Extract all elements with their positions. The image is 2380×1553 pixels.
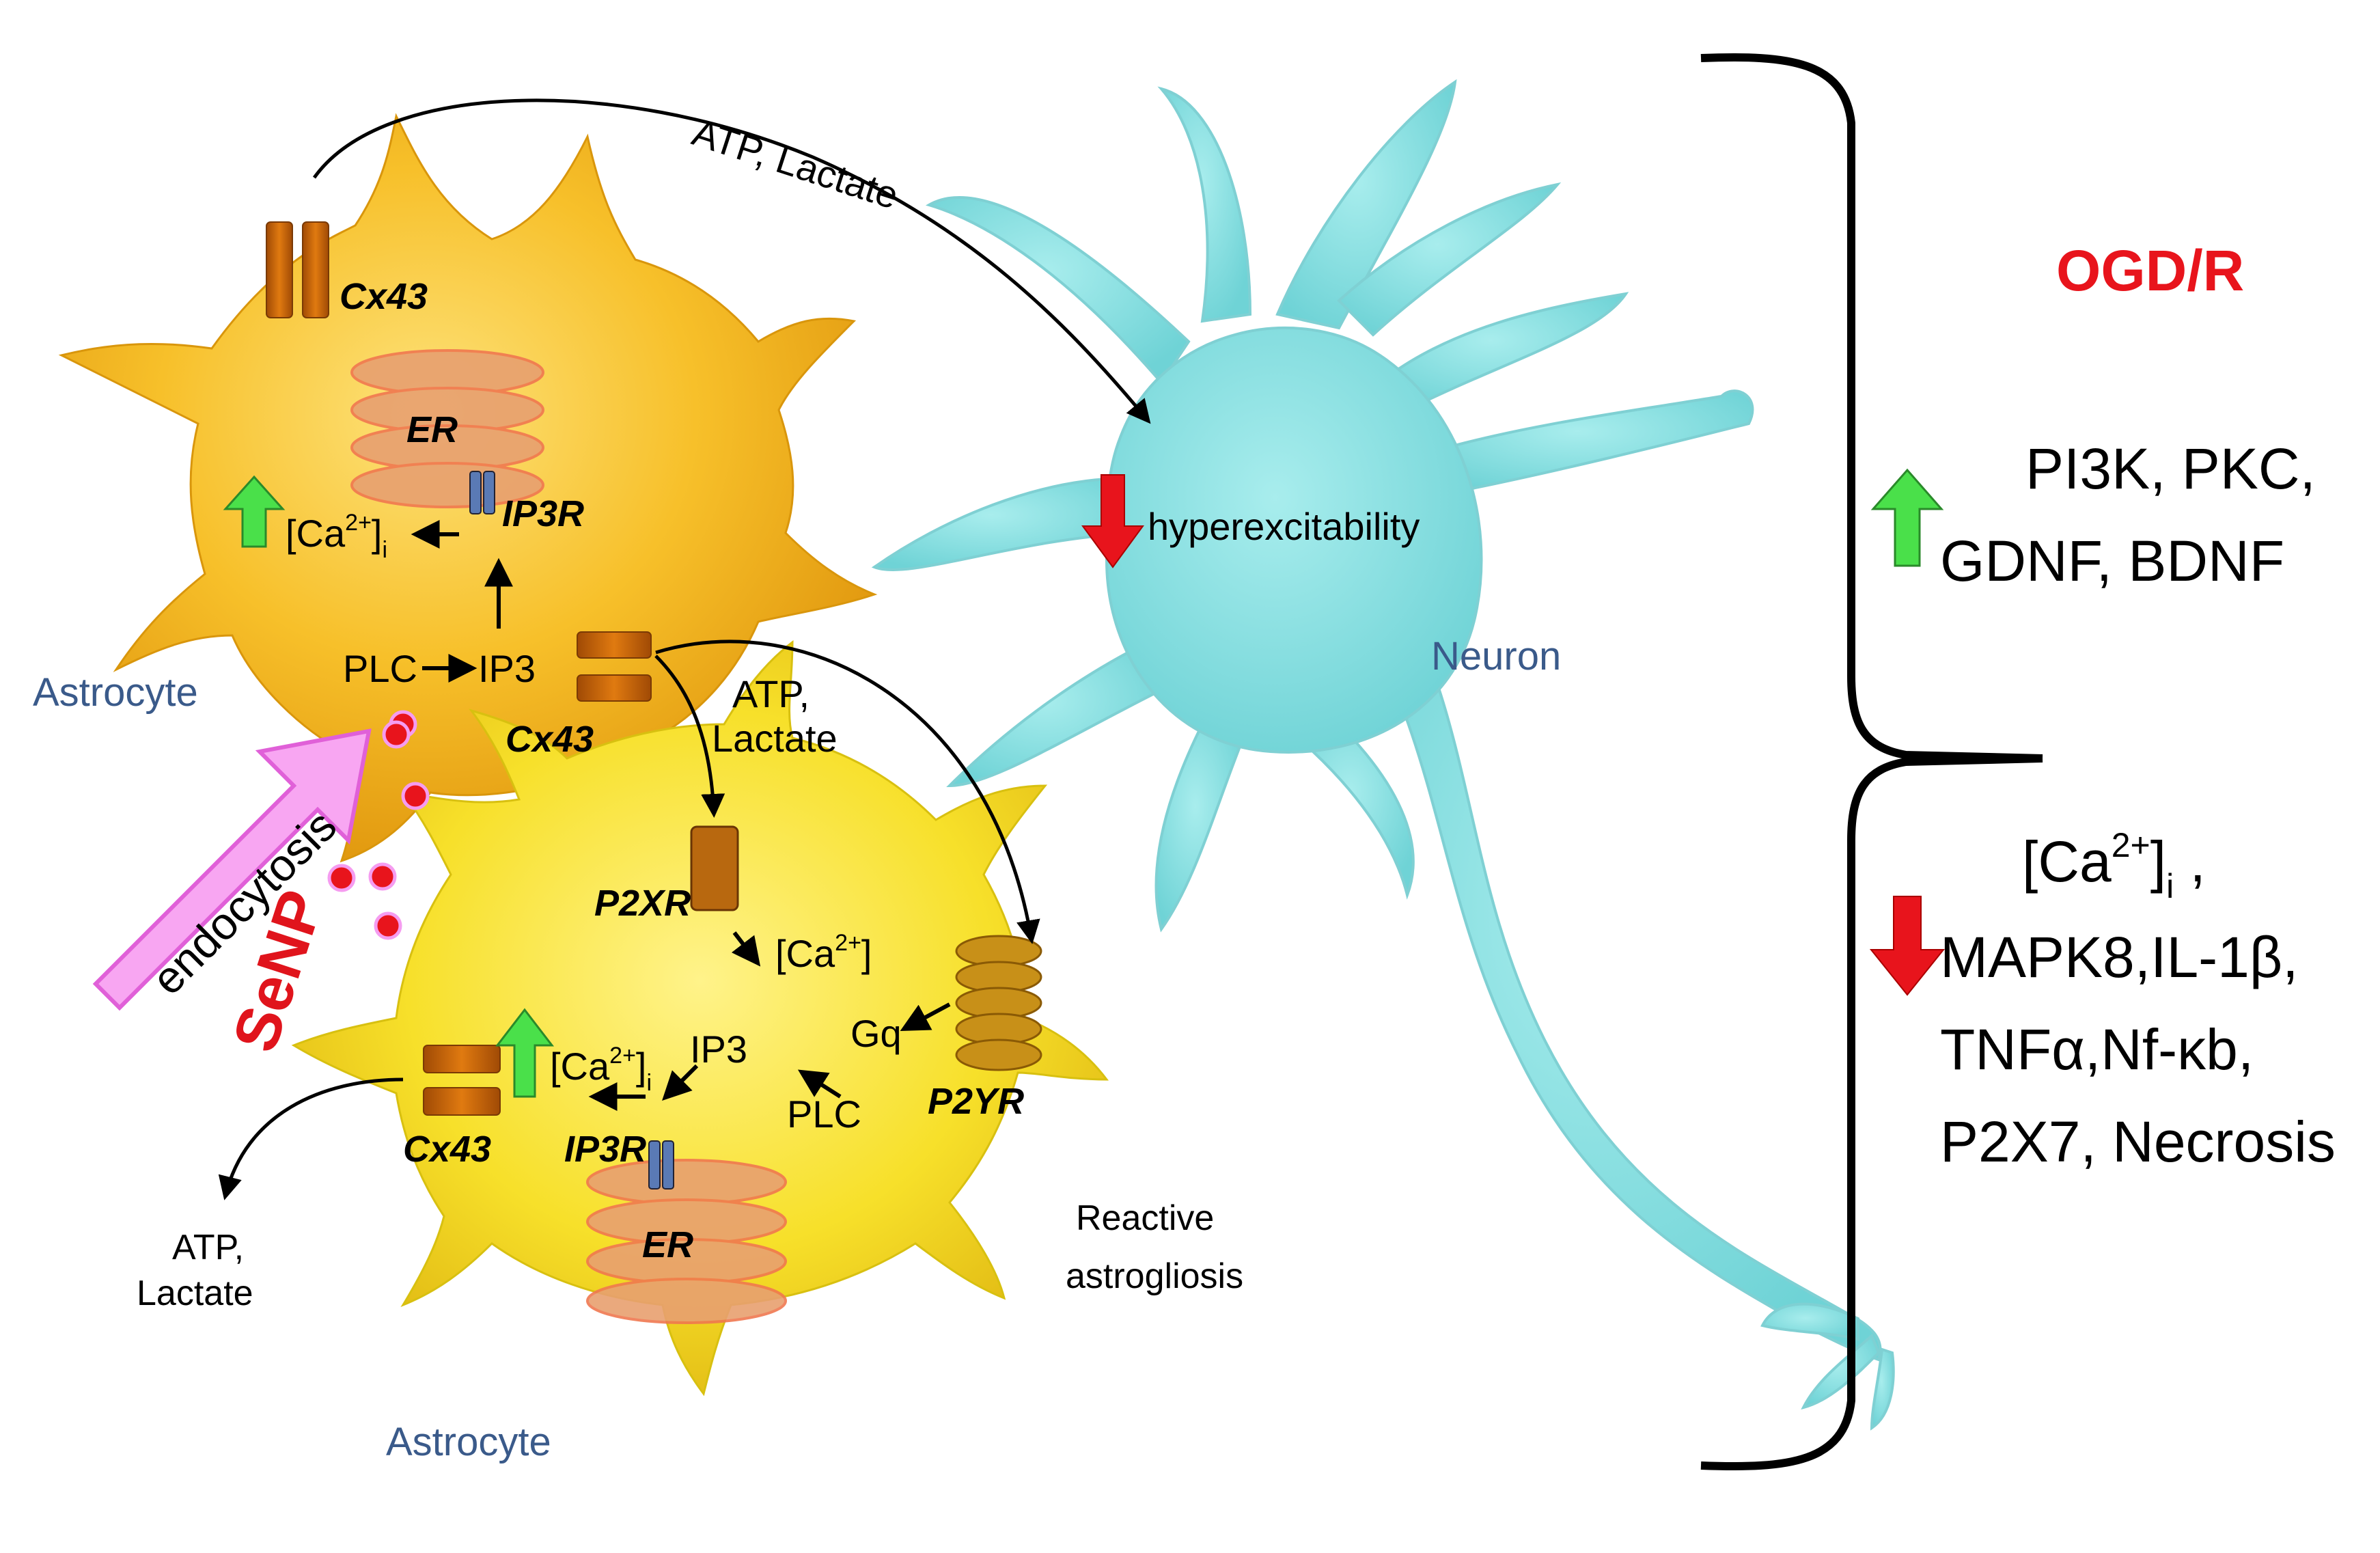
cx43-channel-top-lower (577, 631, 652, 702)
astrocyte-top-name: Astrocyte (33, 670, 198, 715)
astrogliosis-label: astrogliosis (1066, 1256, 1243, 1296)
hyperexcitability-label: hyperexcitability (1148, 505, 1420, 548)
lactate-label-out: Lactate (137, 1274, 253, 1313)
ip3r-label-top: IP3R (502, 493, 584, 534)
cx43-label-top: Cx43 (340, 276, 428, 317)
downregulated-line4: P2X7, Necrosis (1940, 1110, 2336, 1174)
ip3r-channel-bottom (648, 1140, 674, 1190)
astrocyte-bottom-name: Astrocyte (386, 1420, 551, 1464)
lactate-label-mid: Lactate (712, 717, 838, 760)
upregulated-line2: GDNF, BDNF (1940, 529, 2284, 593)
cx43-label-top-lower: Cx43 (506, 719, 594, 760)
atp-label-mid: ATP, (732, 672, 810, 715)
bracket (1700, 53, 2043, 1471)
p2xr-label: P2XR (594, 883, 691, 924)
senp-particles (327, 710, 430, 940)
p2xr-channel (690, 825, 739, 911)
downregulated-line3: TNFα,Nf-κb, (1940, 1017, 2254, 1082)
down-arrow-icon (1869, 896, 1946, 996)
downregulated-line2: MAPK8,IL-1β, (1940, 925, 2299, 989)
ogdr-title: OGD/R (2056, 238, 2244, 303)
plc-label-top: PLC (343, 647, 417, 690)
ip3r-label-bottom: IP3R (564, 1129, 646, 1170)
ip3-label-top: IP3 (478, 647, 536, 690)
reactive-label: Reactive (1076, 1198, 1214, 1238)
plc-label-bottom: PLC (787, 1092, 861, 1136)
astrocyte-bottom (291, 640, 1109, 1397)
cx43-channel-top (266, 221, 329, 318)
atp-label-out: ATP, (172, 1228, 244, 1267)
p2yr-receptor (955, 935, 1042, 1071)
endocytosis-arrow: endocytosis (92, 728, 372, 1011)
ca-label-bottom: [Ca2+] (775, 930, 872, 975)
er-label-top: ER (406, 409, 458, 450)
pathway-arrows (411, 520, 951, 1111)
upregulated-line1: PI3K, PKC, (2025, 437, 2316, 501)
cx43-label-bottom: Cx43 (403, 1129, 491, 1170)
downregulated-ca: [Ca2+]i , (2022, 826, 2206, 905)
up-arrow-icon (223, 475, 286, 548)
arrow-cx43-to-p2xr (654, 655, 725, 818)
cx43-channel-bottom (423, 1045, 501, 1116)
p2yr-label: P2YR (928, 1081, 1024, 1122)
neuron (871, 79, 1895, 1431)
flow-arrows (218, 98, 1151, 1200)
arrow-top-to-neuron (312, 98, 1151, 424)
er-bottom (586, 1159, 787, 1324)
down-arrow-icon (1081, 474, 1144, 568)
ip3-label-bottom: IP3 (690, 1028, 747, 1071)
atp-lactate-label-top: ATP, Lactate (687, 110, 904, 217)
ip3r-channel-top (469, 471, 495, 514)
arrow-cx43-to-p2yr (655, 640, 1040, 944)
up-arrow-icon (1870, 468, 1944, 567)
up-arrow-icon (495, 1008, 555, 1098)
ca-i-label-bottom: [Ca2+]i (550, 1043, 652, 1096)
arrow-cx43-out (218, 1077, 404, 1200)
gq-label: Gq (850, 1012, 902, 1055)
er-label-bottom: ER (642, 1224, 693, 1265)
ca-label-top: [Ca2+]i (286, 510, 387, 563)
neuron-name: Neuron (1431, 634, 1561, 678)
